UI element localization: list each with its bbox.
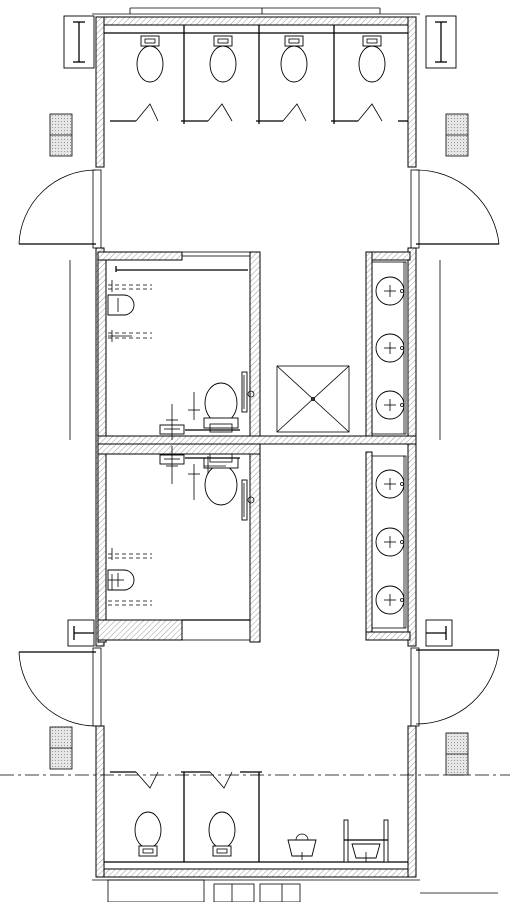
accessible-restroom-upper [107,280,255,440]
vanity-upper [371,261,407,435]
toilet-icon [136,35,386,83]
top-toilet-stalls [104,25,408,124]
accessible-restroom-lower [107,446,255,606]
toilet-icon [203,453,239,506]
vanity-lower [371,455,407,629]
sink-icon [375,527,405,557]
sink-icon [107,294,135,316]
toilet-icon [134,811,236,857]
exterior-panels [49,113,469,776]
sink-icon [375,585,405,615]
sink-icon [375,469,405,499]
toilet-icon [203,382,239,433]
column-icon [63,15,457,647]
urinal-icon [287,819,389,863]
sink-icon [375,390,405,420]
accessible-restroom-walls [97,251,417,643]
door-swing-icon [18,169,500,727]
bottom-toilet-stalls [104,771,408,863]
sink-icon [375,276,405,306]
door-swing-icon [107,879,498,902]
service-shaft [276,365,350,433]
sink-icon [375,333,405,363]
